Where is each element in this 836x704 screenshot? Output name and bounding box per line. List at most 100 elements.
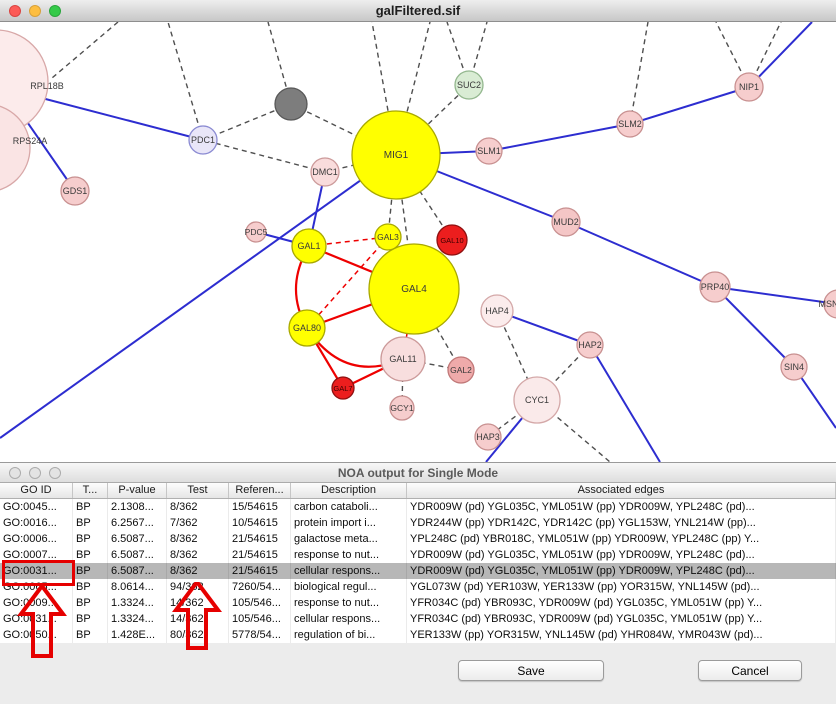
graph-edge-blue[interactable] [629,86,750,125]
cell-reference: 21/54615 [229,547,291,563]
zoom-button[interactable] [49,5,61,17]
cell-test: 8/362 [167,547,229,563]
close-button[interactable] [9,5,21,17]
node-suc2[interactable] [454,70,484,100]
graph-edge-blue[interactable] [748,21,813,88]
node-prp40[interactable] [699,271,731,303]
node-unnamed-gray[interactable] [274,87,308,121]
close-button[interactable] [9,467,21,479]
node-gal1[interactable] [291,228,327,264]
node-label-gal4: GAL4 [401,284,427,295]
graph-edge-dashed[interactable] [413,288,462,371]
graph-edge-dashed[interactable] [202,103,292,141]
network-window-titlebar[interactable]: galFiltered.sif [0,0,836,22]
cell-p_value: 1.3324... [108,611,167,627]
cell-p_value: 2.1308... [108,499,167,515]
node-label-gal1: GAL1 [297,241,320,251]
cell-test: 8/362 [167,499,229,515]
graph-edge-red-dashed[interactable] [306,236,389,329]
cell-description: protein import i... [291,515,407,531]
column-header-test[interactable]: Test [167,483,229,498]
node-mud2[interactable] [551,207,581,237]
graph-edge-dashed[interactable] [395,84,470,156]
graph-edge-dashed[interactable] [51,21,119,79]
node-label-mud2: MUD2 [553,217,579,227]
node-dmc1[interactable] [310,157,340,187]
graph-edge-dashed[interactable] [202,139,326,173]
node-pdc1[interactable] [188,125,218,155]
node-gal3[interactable] [374,223,402,251]
column-header-referen[interactable]: Referen... [229,483,291,498]
noa-window-titlebar[interactable]: NOA output for Single Mode [0,463,836,483]
node-label-nip1: NIP1 [739,82,759,92]
graph-edge-dashed[interactable] [290,103,397,156]
zoom-button[interactable] [49,467,61,479]
node-pdc5[interactable] [245,221,267,243]
graph-edge-blue[interactable] [714,286,795,368]
node-gal2[interactable] [447,356,475,384]
node-nip1[interactable] [734,72,764,102]
node-label-gal7: GAL7 [333,384,352,393]
graph-edge-blue[interactable] [0,154,397,439]
node-hap3[interactable] [474,423,502,451]
node-hap4[interactable] [480,294,514,328]
node-gcy1[interactable] [389,395,415,421]
node-slm2[interactable] [616,110,644,138]
node-rpl18b[interactable] [0,29,49,135]
graph-edge-blue[interactable] [33,95,204,141]
graph-edge-dashed[interactable] [629,21,649,125]
graph-edge-blue[interactable] [488,123,631,152]
node-hap2[interactable] [576,331,604,359]
node-label-hap3: HAP3 [476,432,500,442]
cell-p_value: 1.3324... [108,595,167,611]
node-gal80[interactable] [288,309,326,347]
node-label-cyc1: CYC1 [525,395,549,405]
cell-edges: YER133W (pp) YOR315W, YNL145W (pd) YHR08… [407,627,836,643]
node-msn5[interactable] [823,289,836,319]
column-header-t[interactable]: T... [73,483,108,498]
node-label-gal80: GAL80 [293,323,321,333]
node-label-gal11: GAL11 [389,354,416,364]
column-header-p-value[interactable]: P-value [108,483,167,498]
column-header-go-id[interactable]: GO ID [0,483,73,498]
graph-edge-blue[interactable] [714,286,836,305]
node-label-gcy1: GCY1 [390,403,413,413]
cell-description: cellular respons... [291,563,407,579]
node-rps24a[interactable] [0,104,31,192]
column-header-associated-edges[interactable]: Associated edges [407,483,836,498]
node-gal4[interactable] [368,243,460,335]
node-sin4[interactable] [780,353,808,381]
node-cyc1[interactable] [513,376,561,424]
node-gds1[interactable] [60,176,90,206]
node-slm1[interactable] [475,137,503,165]
graph-edge-blue[interactable] [589,344,661,463]
node-gal7[interactable] [331,376,355,400]
node-gal11[interactable] [380,336,426,382]
graph-edge-dashed[interactable] [167,21,204,141]
column-header-description[interactable]: Description [291,483,407,498]
graph-edge-blue[interactable] [565,221,716,288]
graph-edge-dashed[interactable] [536,399,611,463]
node-mig1[interactable] [351,110,441,200]
cell-reference: 21/54615 [229,531,291,547]
noa-window-title: NOA output for Single Mode [337,465,499,480]
save-button[interactable]: Save [458,660,604,681]
minimize-button[interactable] [29,5,41,17]
cell-p_value: 8.0614... [108,579,167,595]
cell-test: 94/362 [167,579,229,595]
minimize-button[interactable] [29,467,41,479]
cell-go_id: GO:0009... [0,595,73,611]
node-gal10[interactable] [436,224,468,256]
cancel-button[interactable]: Cancel [698,660,802,681]
